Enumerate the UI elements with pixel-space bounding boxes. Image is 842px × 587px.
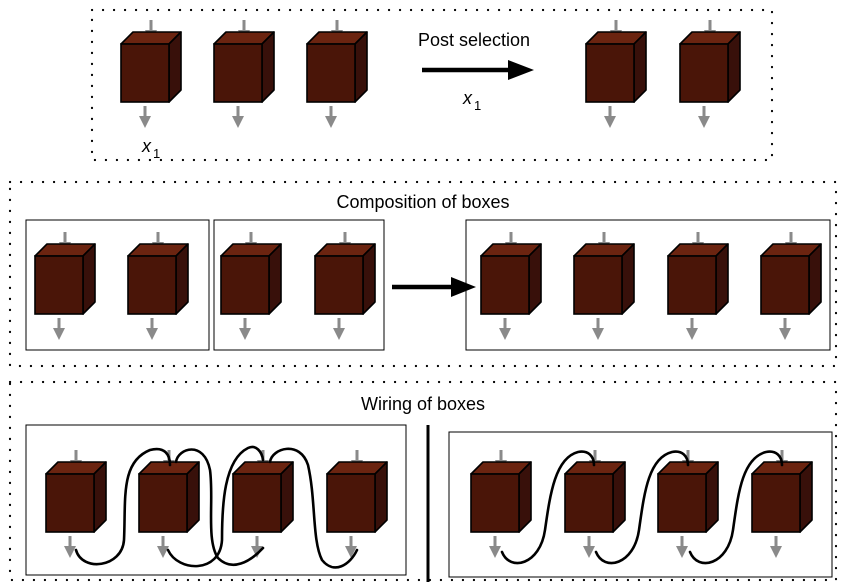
- arrow-variable-subscript: 1: [474, 98, 481, 113]
- post-selection-section: Post selection x 1 x 1: [90, 8, 774, 162]
- wiring-frame: [8, 380, 838, 582]
- arrow-variable: x: [462, 88, 473, 108]
- composition-section: Composition of boxes: [8, 180, 838, 368]
- wire: [688, 450, 784, 565]
- composition-label: Composition of boxes: [336, 192, 509, 212]
- wire: [500, 450, 596, 565]
- box: [307, 20, 367, 128]
- wire: [74, 447, 172, 566]
- post-selection-arrow: [422, 60, 534, 80]
- measured-variable: x: [141, 136, 152, 156]
- box: [121, 20, 181, 128]
- wire: [174, 448, 265, 566]
- measured-variable-subscript: 1: [153, 146, 160, 161]
- wiring-label: Wiring of boxes: [361, 394, 485, 414]
- post-selection-label: Post selection: [418, 30, 530, 50]
- composition-arrow: [392, 277, 476, 297]
- wire: [594, 450, 690, 565]
- post-selection-frame: [90, 8, 774, 162]
- box: [680, 20, 740, 128]
- wire: [268, 447, 359, 569]
- box: [586, 20, 646, 128]
- wire: [166, 445, 265, 568]
- box: [214, 20, 274, 128]
- wiring-section: Wiring of boxes: [8, 380, 838, 582]
